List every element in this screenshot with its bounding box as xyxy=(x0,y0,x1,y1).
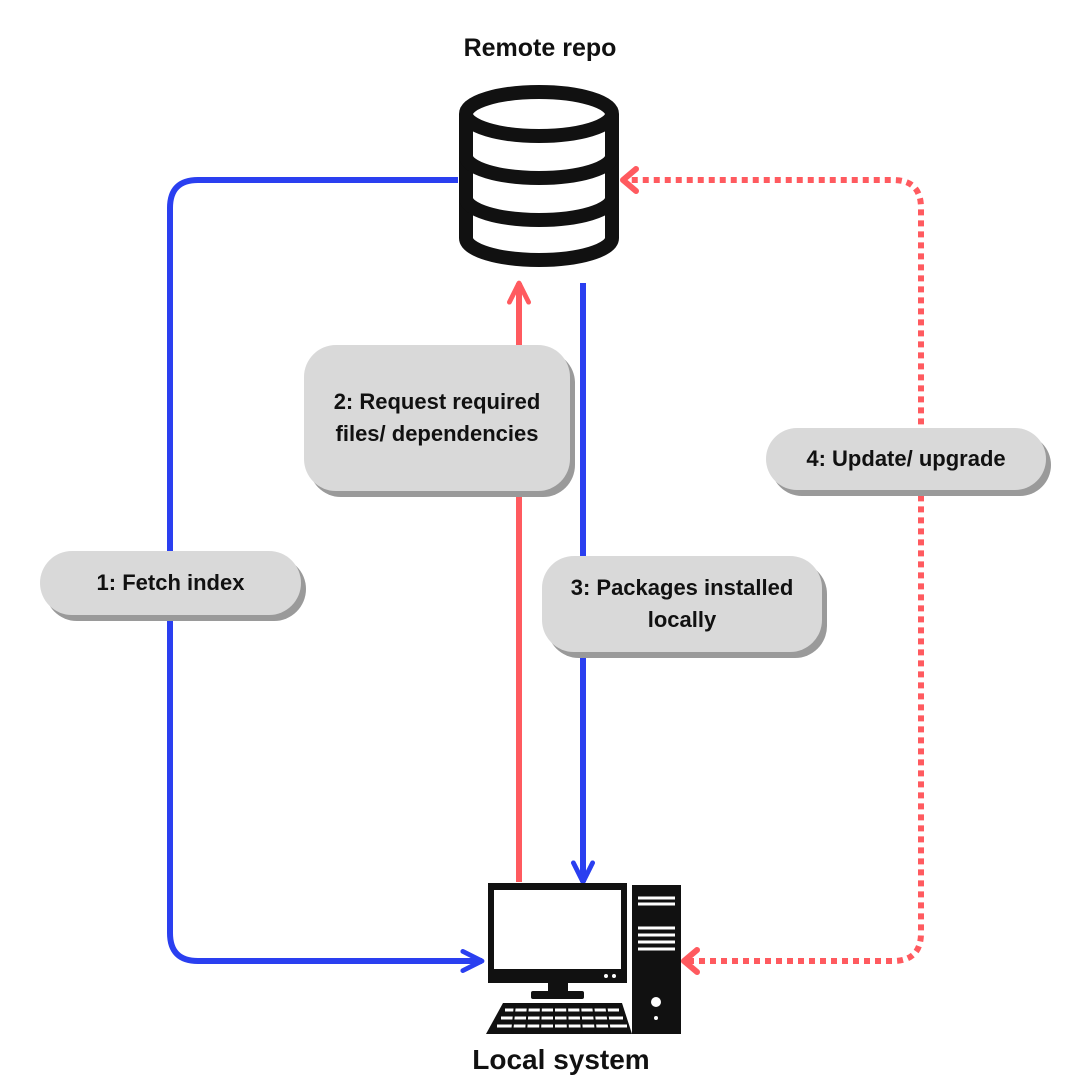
step-1-label: 1: Fetch index xyxy=(40,551,301,615)
local-system-title: Local system xyxy=(472,1044,650,1075)
step-4-label: 4: Update/ upgrade xyxy=(766,428,1046,490)
arrowhead-step-4-remote xyxy=(620,166,639,194)
remote-repo-title: Remote repo xyxy=(463,34,617,62)
desktop-computer-icon xyxy=(486,883,681,1034)
database-icon xyxy=(459,85,619,267)
step-2-label: 2: Request required files/ dependencies xyxy=(304,345,570,491)
step-3-label: 3: Packages installed locally xyxy=(542,556,822,652)
arrowhead-step-4-local xyxy=(681,947,700,975)
